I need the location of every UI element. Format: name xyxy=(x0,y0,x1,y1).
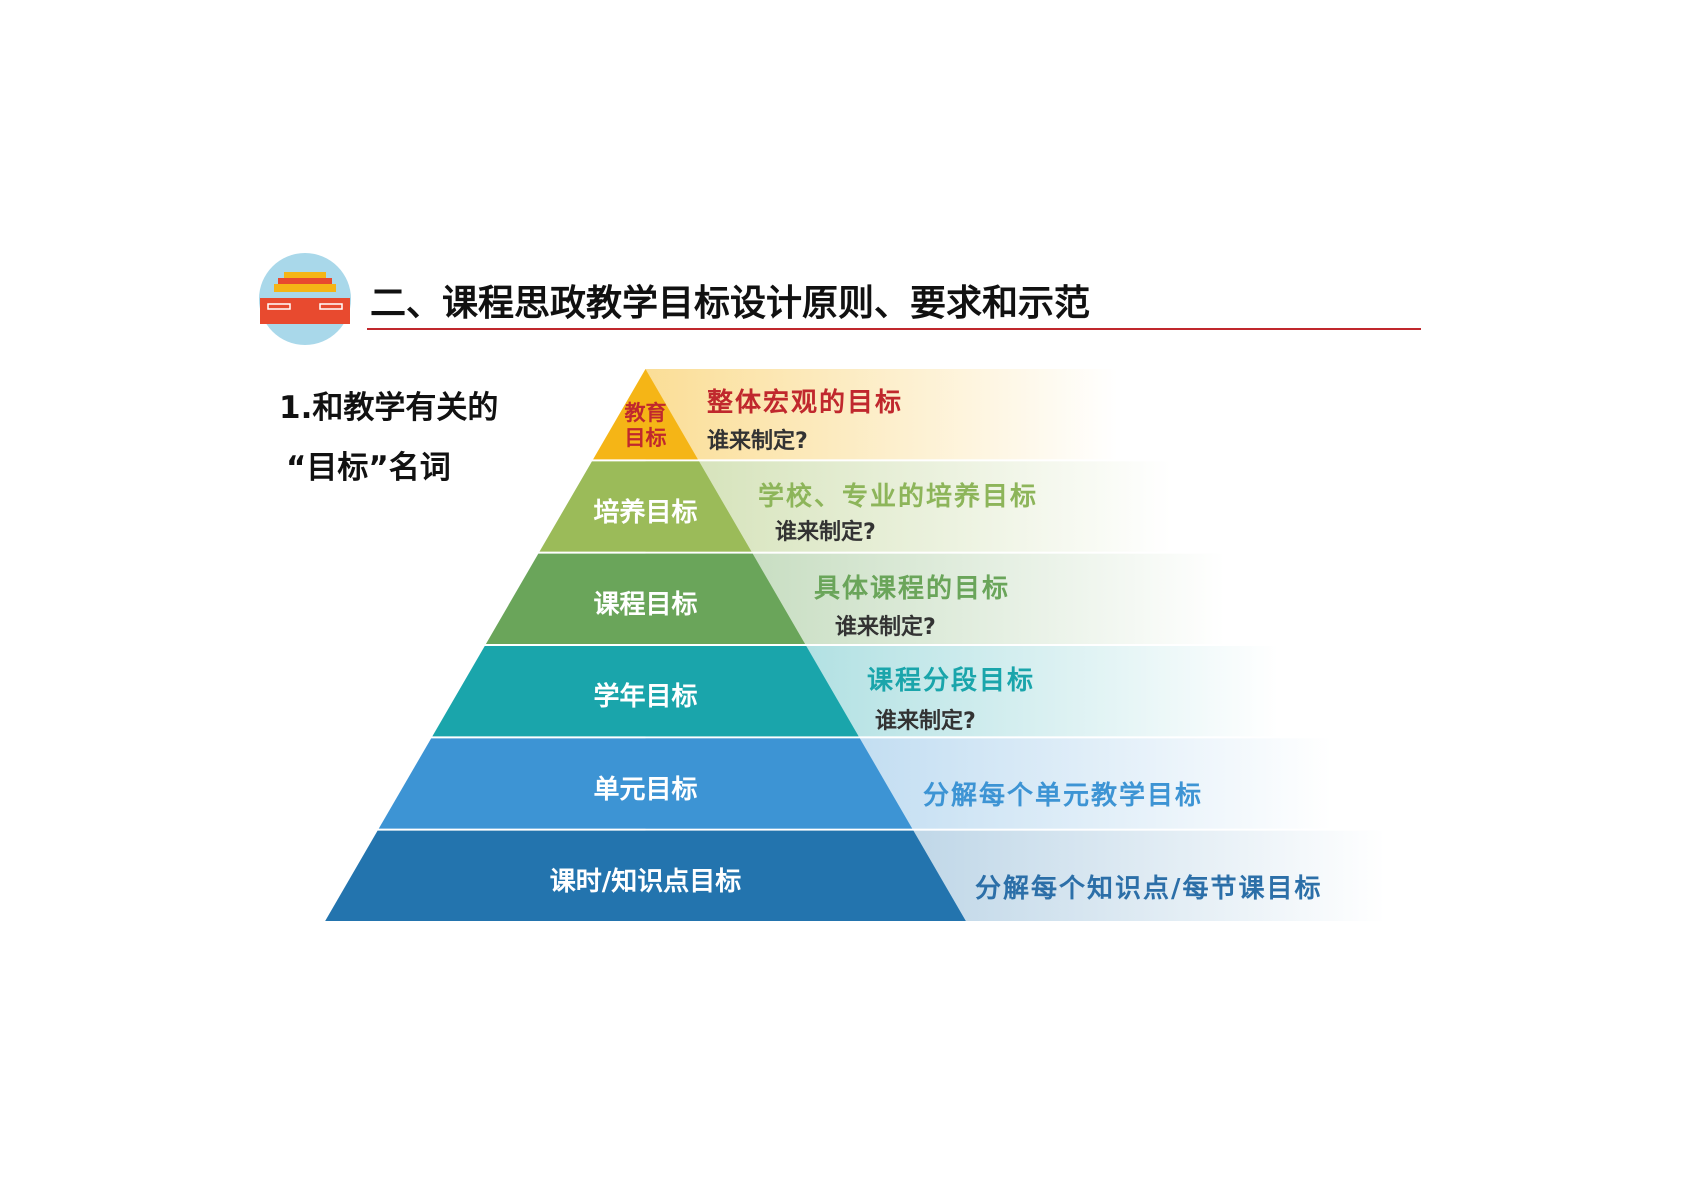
layer-description: 分解每个单元教学目标 xyxy=(923,781,1204,811)
layer-description: 课程分段目标 xyxy=(867,666,1036,696)
layer-label: 学年目标 xyxy=(593,682,698,713)
pyramid-layer xyxy=(593,369,698,460)
layer-description: 具体课程的目标 xyxy=(814,574,1011,604)
section-heading-line2: “目标”名词 xyxy=(286,450,451,486)
layer-question: 谁来制定? xyxy=(775,520,876,545)
layer-description: 整体宏观的目标 xyxy=(707,388,904,418)
layer-question: 谁来制定? xyxy=(875,709,976,734)
layer-label: 培养目标 xyxy=(593,497,698,528)
layer-question: 谁来制定? xyxy=(835,615,936,640)
page-title: 二、课程思政教学目标设计原则、要求和示范 xyxy=(370,283,1091,324)
pyramid-layer xyxy=(432,646,859,737)
section-heading-line1: 1.和教学有关的 xyxy=(279,390,499,426)
pyramid-layer xyxy=(485,553,806,644)
layer-label: 教育目标 xyxy=(624,401,667,450)
layer-question: 谁来制定? xyxy=(707,429,808,454)
layer-description: 学校、专业的培养目标 xyxy=(758,482,1039,512)
pyramid-layer xyxy=(539,461,752,552)
pyramid-layer xyxy=(325,830,966,921)
layer-fade-band xyxy=(645,369,1118,460)
palace-icon xyxy=(259,253,351,345)
layer-label: 课时/知识点目标 xyxy=(549,866,742,897)
layer-label: 单元目标 xyxy=(593,774,698,805)
pyramid-layer xyxy=(378,738,913,829)
title-divider xyxy=(367,328,1421,330)
layer-description: 分解每个知识点/每节课目标 xyxy=(975,874,1323,904)
layer-label: 课程目标 xyxy=(593,589,698,620)
